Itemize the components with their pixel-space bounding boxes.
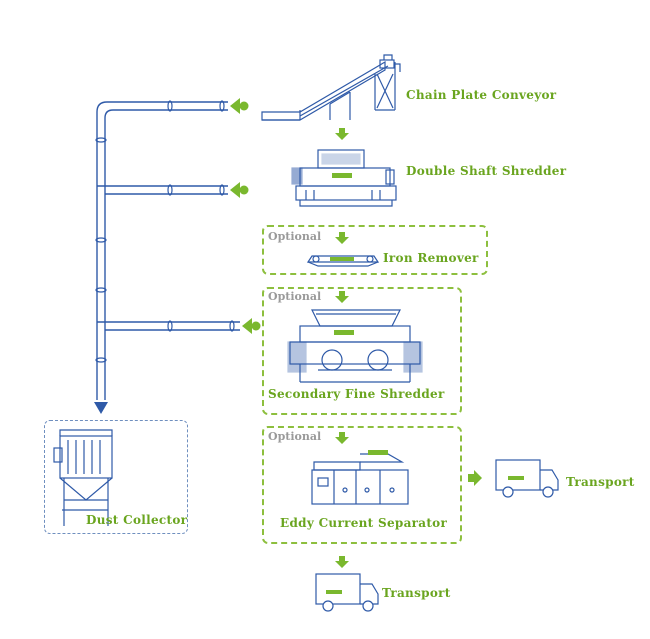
right-arrow-icon — [468, 470, 482, 486]
chain-plate-conveyor-label: Chain Plate Conveyor — [406, 88, 557, 102]
duct-inlet-arrow-icon — [230, 98, 249, 114]
iron-remover-optional-box — [262, 225, 488, 275]
secondary-fine-shredder-label: Secondary Fine Shredder — [268, 387, 445, 401]
chain-plate-conveyor-drawing — [261, 54, 401, 121]
down-arrow-icon — [335, 128, 349, 140]
duct-inlet-arrow-icon — [230, 182, 249, 198]
duct-down-arrow-icon — [94, 402, 108, 414]
iron-remover-label: Iron Remover — [383, 251, 479, 265]
flow-arrows — [335, 128, 482, 568]
double-shaft-shredder-drawing — [291, 149, 397, 207]
optional-label: Optional — [268, 430, 322, 443]
down-arrow-icon — [335, 291, 349, 303]
dust-collector-label: Dust Collector — [86, 513, 188, 527]
dust-collector-drawing — [53, 429, 113, 526]
down-arrow-icon — [335, 556, 349, 568]
duct-inlet-arrow-icon — [242, 318, 261, 334]
eddy-current-optional-box — [262, 426, 462, 544]
fine-shredder-optional-box — [262, 287, 462, 415]
iron-remover-drawing — [306, 255, 380, 267]
truck-bottom-drawing — [315, 573, 379, 612]
eddy-current-separator-drawing — [311, 450, 409, 505]
transport-bottom-label: Transport — [382, 586, 451, 600]
eddy-current-separator-label: Eddy Current Separator — [280, 516, 448, 530]
optional-label: Optional — [268, 290, 322, 303]
optional-label: Optional — [268, 230, 322, 243]
dust-collector-box — [44, 420, 188, 534]
double-shaft-shredder-label: Double Shaft Shredder — [406, 164, 567, 178]
dust-duct-system — [95, 100, 240, 400]
truck-right-drawing — [495, 459, 559, 498]
secondary-fine-shredder-drawing — [287, 309, 423, 383]
transport-right-label: Transport — [566, 475, 635, 489]
down-arrow-icon — [335, 432, 349, 444]
down-arrow-icon — [335, 232, 349, 244]
